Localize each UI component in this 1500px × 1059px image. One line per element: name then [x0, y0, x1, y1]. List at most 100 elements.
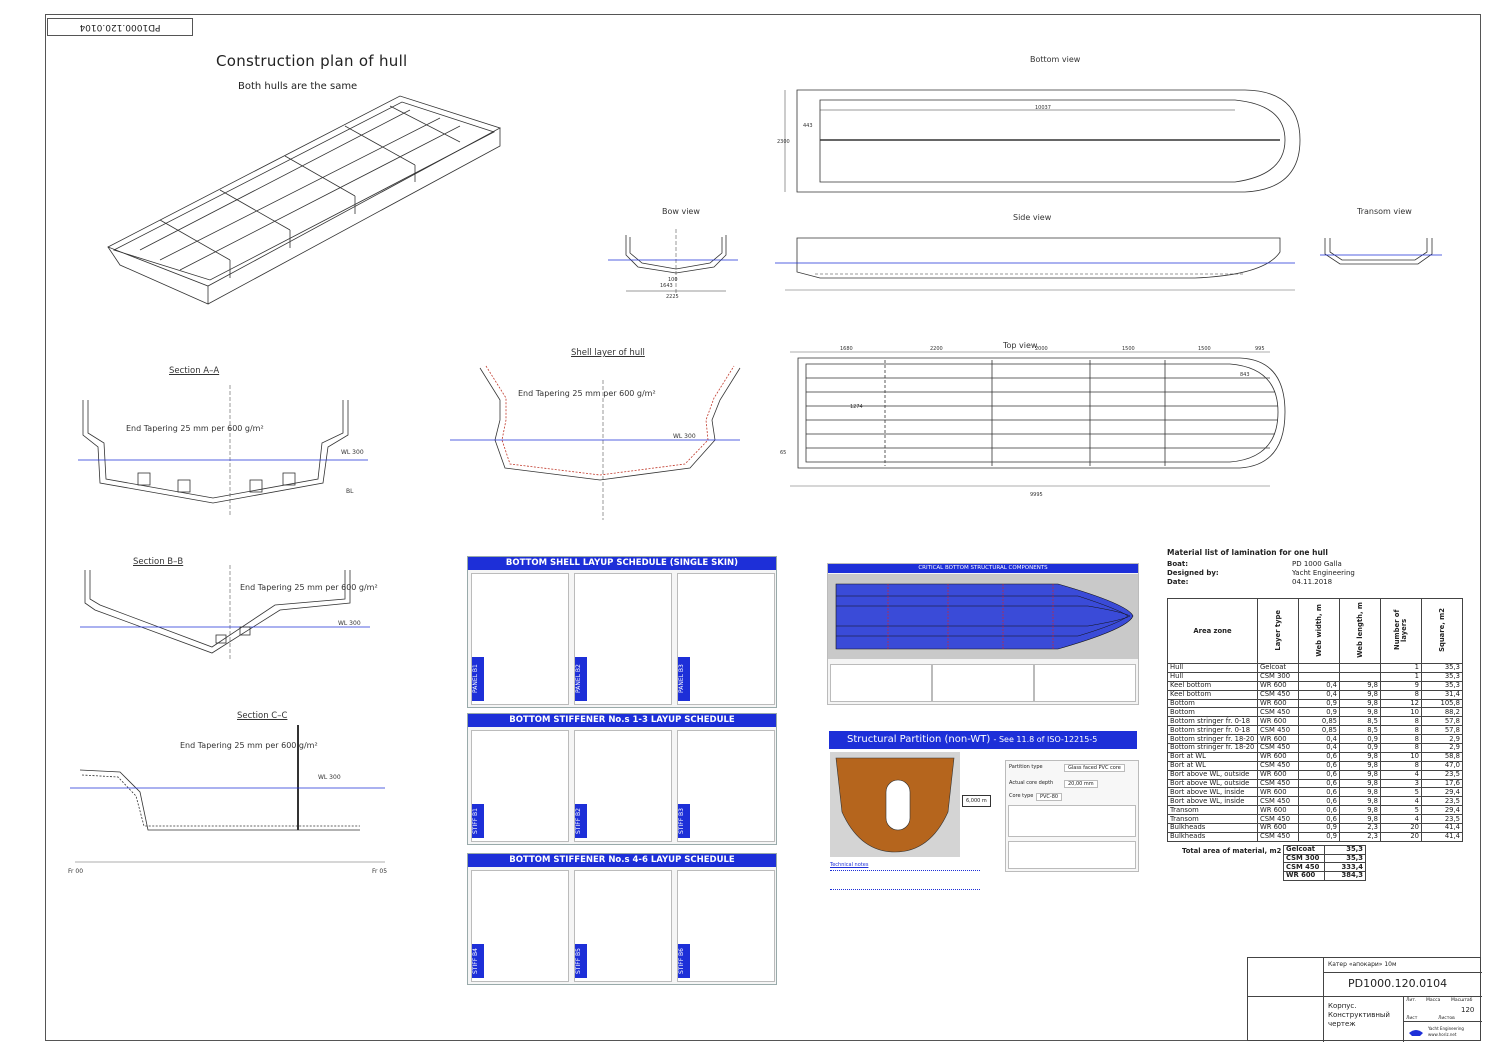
section-a-taper-note: End Tapering 25 mm per 600 g/m²: [126, 424, 264, 433]
table-cell: WR 600: [1257, 769, 1299, 780]
tb-drawing-code: PD1000.120.0104: [1348, 977, 1448, 990]
table-cell: 17,6: [1421, 778, 1463, 789]
table-cell: WR 600: [1257, 823, 1299, 833]
table-cell: 9: [1380, 680, 1422, 691]
mat-header-layer: Layer type: [1273, 609, 1282, 651]
table-cell: 0,4: [1298, 680, 1340, 691]
top-seg-6: 995: [1255, 346, 1265, 352]
fr00-label: Fr 00: [68, 868, 84, 875]
table-cell: 31,4: [1421, 689, 1463, 700]
material-table: Area zone Layer type Web width, m Web le…: [1167, 598, 1463, 842]
table-cell: 0,9: [1298, 823, 1340, 833]
table-cell: Bottom: [1167, 698, 1258, 709]
table-cell: 8: [1380, 760, 1422, 771]
fr05-label: Fr 05: [372, 868, 388, 875]
table-cell: Gelcoat: [1257, 663, 1299, 673]
table-cell: 2,9: [1421, 743, 1463, 753]
table-cell: WR 600: [1257, 751, 1299, 762]
table-cell: CSM 450: [1257, 689, 1299, 700]
table-cell: 8: [1380, 743, 1422, 753]
table-cell: 0,6: [1298, 796, 1340, 807]
shell-layer-label: Shell layer of hull: [571, 348, 645, 358]
table-cell: 0,6: [1298, 760, 1340, 771]
table-cell: 0,9: [1298, 831, 1340, 842]
table-cell: [1298, 671, 1340, 682]
table-cell: 8,5: [1339, 716, 1381, 727]
table-cell: 0,85: [1298, 725, 1340, 736]
table-cell: 4: [1380, 769, 1422, 780]
total-area-label: Total area of material, m2: [1182, 847, 1282, 855]
stiff-b1-label: STIFF B1: [472, 804, 484, 838]
partition-ref: - See 11.8 of ISO-12215-5: [993, 735, 1098, 744]
table-cell: 8: [1380, 734, 1422, 745]
table-cell: 0,9: [1298, 698, 1340, 709]
table-cell: Bort above WL, outside: [1167, 778, 1258, 789]
table-cell: [1298, 663, 1340, 673]
table-cell: 0,9: [1339, 734, 1381, 745]
table-cell: CSM 450: [1257, 796, 1299, 807]
top-seg-4: 1500: [1122, 346, 1135, 352]
shell-layer-drawing: [450, 365, 741, 520]
table-cell: Transom: [1167, 805, 1258, 816]
company-logo-icon: [1408, 1025, 1424, 1037]
table-cell: 9,8: [1339, 707, 1381, 718]
bow-view-label: Bow view: [662, 207, 700, 216]
table-cell: Bort at WL: [1167, 751, 1258, 762]
table-cell: 0,4: [1298, 734, 1340, 745]
table-cell: Bottom: [1167, 707, 1258, 718]
meta-designer-key: Designed by:: [1167, 569, 1219, 577]
table-cell: 0,6: [1298, 805, 1340, 816]
partition-title: Structural Partition (non-WT): [847, 734, 991, 745]
table-cell: 8: [1380, 725, 1422, 736]
meta-boat-key: Boat:: [1167, 560, 1189, 568]
table-cell: 1: [1380, 663, 1422, 673]
meta-date-value: 04.11.2018: [1292, 578, 1333, 586]
tb-col-mass: Масса: [1426, 998, 1441, 1003]
total-cell: CSM 450: [1283, 862, 1325, 873]
tb-col-scale: Масштаб: [1451, 998, 1473, 1003]
section-b-taper-note: End Tapering 25 mm per 600 g/m²: [240, 583, 378, 592]
table-cell: 9,8: [1339, 814, 1381, 825]
stiff-b2-label: STIFF B2: [575, 804, 587, 838]
partition-shape: [835, 757, 955, 853]
table-cell: 0,6: [1298, 778, 1340, 789]
table-cell: 9,8: [1339, 769, 1381, 780]
bottom-stiffener-13-title: BOTTOM STIFFENER No.s 1-3 LAYUP SCHEDULE: [468, 714, 776, 727]
stiff-b4-label: STIFF B4: [472, 944, 484, 978]
table-cell: 29,4: [1421, 805, 1463, 816]
section-c-wl: WL 300: [318, 774, 341, 781]
section-a-drawing: [78, 385, 368, 515]
table-cell: 5: [1380, 805, 1422, 816]
table-cell: 20: [1380, 831, 1422, 842]
technical-notes-label: Technical notes: [830, 862, 869, 868]
mat-header-square: Square, m2: [1437, 608, 1446, 652]
table-cell: 10: [1380, 707, 1422, 718]
table-cell: 4: [1380, 796, 1422, 807]
tb-col-lit: Лит.: [1406, 998, 1417, 1003]
table-cell: Hull: [1167, 671, 1258, 682]
total-cell: WR 600: [1283, 871, 1325, 881]
meta-boat-value: PD 1000 Galla: [1292, 560, 1342, 568]
top-view-drawing: 9995 1680 2200 2000 1500 1500 995 843 12…: [780, 346, 1286, 498]
table-cell: 0,6: [1298, 787, 1340, 798]
subtitle: Both hulls are the same: [238, 81, 358, 92]
table-cell: 0,85: [1298, 716, 1340, 727]
table-cell: WR 600: [1257, 680, 1299, 691]
isometric-hull-drawing: [107, 95, 502, 305]
table-cell: Bottom stringer fr. 0-18: [1167, 725, 1258, 736]
table-cell: WR 600: [1257, 716, 1299, 727]
